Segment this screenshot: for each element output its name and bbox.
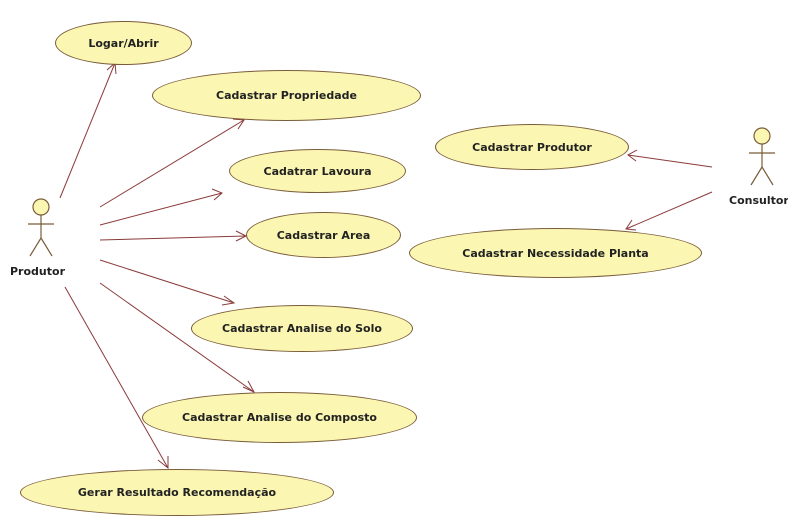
usecase-cadastrar-necessidade-planta: Cadastrar Necessidade Planta xyxy=(409,228,702,278)
edge-produtor-lavoura xyxy=(99,192,223,226)
usecase-gerar-resultado-recomendacao: Gerar Resultado Recomendação xyxy=(20,469,334,516)
usecase-cadastrar-produtor: Cadastrar Produtor xyxy=(435,124,629,170)
arrowhead-propriedade xyxy=(232,118,245,130)
arrowhead-lavoura xyxy=(211,188,223,201)
arrowhead-solo xyxy=(221,295,236,306)
consultor-actor-label: Consultor xyxy=(729,194,788,207)
usecase-cadastrar-analise-solo: Cadastrar Analise do Solo xyxy=(191,305,413,352)
edge-consultor-produtor xyxy=(627,154,713,168)
arrowhead-necessidade xyxy=(625,219,637,231)
edge-produtor-logar xyxy=(59,62,116,199)
edge-consultor-necessidade xyxy=(625,191,713,230)
produtor-actor-label: Produtor xyxy=(10,265,65,278)
arrowhead-gerar xyxy=(157,456,169,470)
edge-produtor-gerar xyxy=(64,286,169,469)
arrowhead-produtor xyxy=(627,149,638,162)
edge-produtor-propriedade xyxy=(99,119,245,208)
edge-produtor-composto xyxy=(99,282,255,393)
usecase-cadastrar-area: Cadastrar Area xyxy=(246,212,401,258)
usecase-cadastrar-propriedade: Cadastrar Propriedade xyxy=(152,70,421,121)
edge-produtor-solo xyxy=(99,259,235,304)
edge-produtor-area xyxy=(99,235,247,241)
usecase-cadastrar-analise-composto: Cadastrar Analise do Composto xyxy=(142,392,417,443)
usecase-cadatrar-lavoura: Cadatrar Lavoura xyxy=(229,149,406,193)
usecase-logar: Logar/Abrir xyxy=(55,21,192,65)
consultor-actor-icon xyxy=(749,127,775,186)
produtor-actor-icon xyxy=(28,198,54,257)
